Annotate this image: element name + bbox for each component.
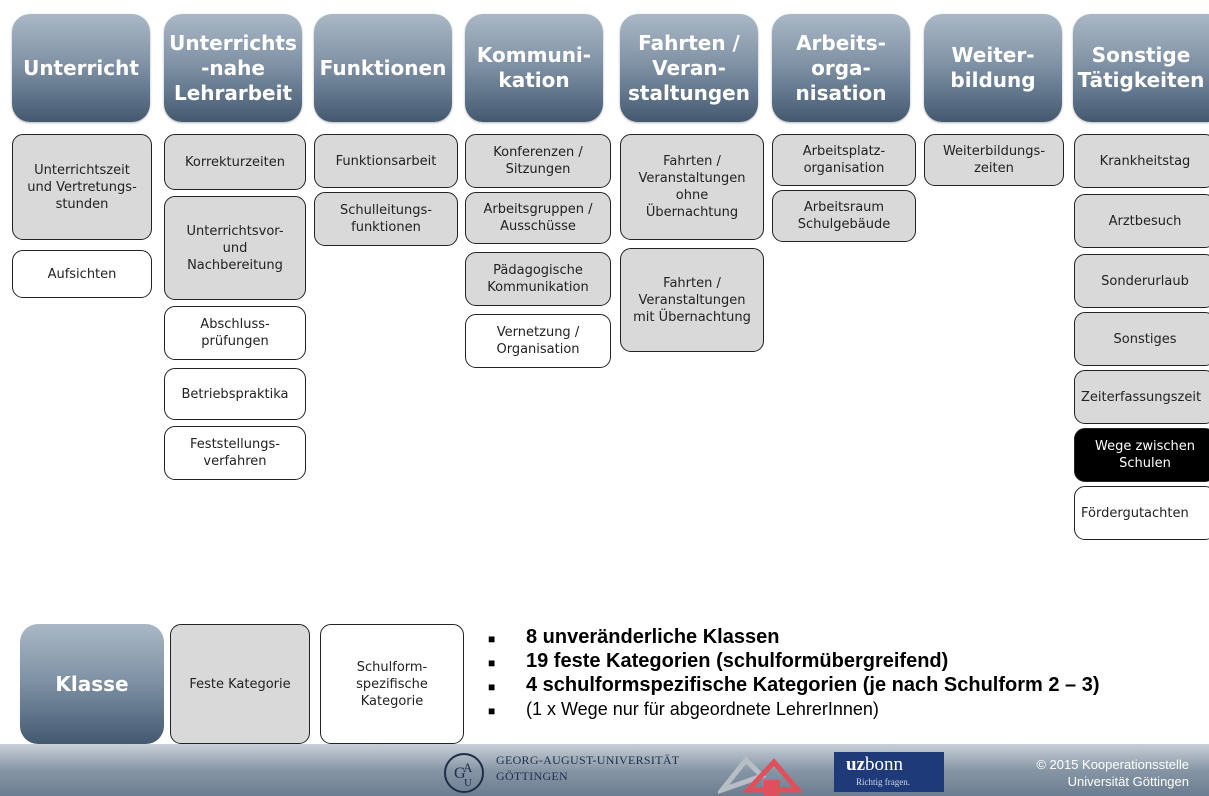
legend-schulformspezifische-kategorie: Schulform- spezifische Kategorie [320, 624, 464, 744]
class-label: Funktionen [319, 55, 447, 80]
svg-text:U: U [464, 777, 472, 789]
class-header-unterrichtsnahe-lehrarbeit: Unterrichts -nahe Lehrarbeit [164, 14, 302, 122]
category-paedagogische-kommunikation: Pädagogische Kommunikation [465, 252, 611, 306]
footer-bar [0, 744, 1209, 796]
bullet-item: ■19 feste Kategorien (schulformübergreif… [488, 650, 949, 672]
class-header-fahrten: Fahrten / Veran- staltungen [620, 14, 758, 122]
category-korrekturzeiten: Korrekturzeiten [164, 134, 306, 190]
category-fahrten-ohne-uebernachtung: Fahrten / Veranstaltungen ohne Übernacht… [620, 134, 764, 240]
class-header-weiterbildung: Weiter- bildung [924, 14, 1062, 122]
class-label: Fahrten / Veran- staltungen [628, 30, 750, 105]
category-zeiterfassungszeit: Zeiterfassungszeit [1074, 370, 1209, 424]
class-header-funktionen: Funktionen [314, 14, 452, 122]
category-abschlusspruefungen: Abschluss- prüfungen [164, 306, 306, 360]
bullet-item: ■(1 x Wege nur für abgeordnete LehrerInn… [488, 699, 879, 719]
category-arbeitsplatzorganisation: Arbeitsplatz- organisation [772, 134, 916, 186]
class-header-unterricht: Unterricht [12, 14, 150, 122]
goettingen-seal-icon: G A U [444, 753, 484, 793]
category-sonstiges: Sonstiges [1074, 312, 1209, 366]
house-arrow-icon [718, 756, 802, 796]
legend-feste-kategorie: Feste Kategorie [170, 624, 310, 744]
category-schulleitungsfunktionen: Schulleitungs- funktionen [314, 192, 458, 246]
class-label: Kommuni- kation [476, 43, 592, 92]
category-krankheitstag: Krankheitstag [1074, 134, 1209, 188]
bullet-item: ■4 schulformspezifische Kategorien (je n… [488, 674, 1100, 696]
category-arztbesuch: Arztbesuch [1074, 194, 1209, 248]
class-header-sonstige-taetigkeiten: Sonstige Tätigkeiten [1073, 14, 1209, 122]
uzbonn-logo: uzbonn Richtig fragen. [834, 752, 944, 792]
svg-text:A: A [463, 760, 473, 775]
category-funktionsarbeit: Funktionsarbeit [314, 134, 458, 188]
category-fahrten-mit-uebernachtung: Fahrten / Veranstaltungen mit Übernachtu… [620, 248, 764, 352]
category-arbeitsraum: Arbeitsraum Schulgebäude [772, 190, 916, 242]
class-header-kommunikation: Kommuni- kation [465, 14, 603, 122]
summary-list: ■8 unveränderliche Klassen ■19 feste Kat… [488, 626, 1209, 722]
category-aufsichten: Aufsichten [12, 250, 152, 298]
bullet-item: ■8 unveränderliche Klassen [488, 626, 780, 648]
legend-klasse: Klasse [20, 624, 164, 744]
category-arbeitsgruppen: Arbeitsgruppen / Ausschüsse [465, 192, 611, 244]
category-sonderurlaub: Sonderurlaub [1074, 254, 1209, 308]
class-label: Arbeits- orga- nisation [795, 30, 887, 105]
category-konferenzen: Konferenzen / Sitzungen [465, 134, 611, 188]
category-unterrichtsvorbereitung: Unterrichtsvor- und Nachbereitung [164, 196, 306, 300]
category-wege-zwischen-schulen: Wege zwischen Schulen [1074, 428, 1209, 482]
category-betriebspraktika: Betriebspraktika [164, 368, 306, 420]
category-feststellungsverfahren: Feststellungs- verfahren [164, 426, 306, 480]
class-label: Weiter- bildung [950, 43, 1036, 92]
class-label: Unterricht [23, 55, 139, 80]
category-unterrichtszeit: Unterrichtszeit und Vertretungs- stunden [12, 134, 152, 240]
class-header-arbeitsorganisation: Arbeits- orga- nisation [772, 14, 910, 122]
university-name: GEORG-AUGUST-UNIVERSITÄT GÖTTINGEN [496, 753, 680, 783]
category-weiterbildungszeiten: Weiterbildungs- zeiten [924, 134, 1064, 186]
class-label: Unterrichts -nahe Lehrarbeit [169, 30, 297, 105]
svg-text:G: G [454, 765, 466, 782]
category-vernetzung: Vernetzung / Organisation [465, 314, 611, 368]
class-label: Sonstige Tätigkeiten [1077, 43, 1205, 92]
copyright: © 2015 Kooperationsstelle Universität Gö… [1036, 757, 1189, 789]
category-foerdergutachten: Fördergutachten [1074, 486, 1209, 540]
